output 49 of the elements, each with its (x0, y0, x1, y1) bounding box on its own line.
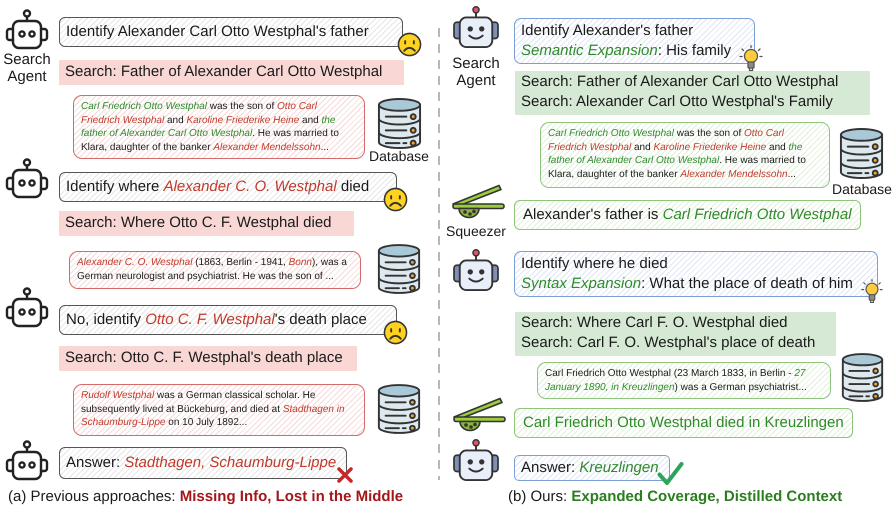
query-text: Identify Alexander's father (521, 21, 694, 40)
figure-caption: (b) Ours: Expanded Coverage, Distilled Context (508, 489, 844, 506)
retrieved-document-card (69, 251, 361, 289)
query-bubble (59, 305, 397, 335)
search-query-band (59, 346, 357, 371)
expansion-text: Semantic Expansion: His family (521, 40, 732, 60)
document-text: Alexander C. O. Westphal (1863, Berlin - 1941, Bonn), was a German neurologist and psychiatrist. He was the son of ... (77, 256, 348, 283)
search-query-text: Search: Where Otto C. F. Westphal died (65, 213, 333, 233)
answer-bubble (59, 447, 347, 478)
agent-label: Search Agent (451, 56, 501, 89)
query-text: Identify where Alexander C. O. Westphal died (66, 177, 370, 196)
query-text: Identify Alexander Carl Otto Westphal's father (66, 22, 370, 42)
figure-caption: (a) Previous approaches: Missing Info, Lost in the Middle (8, 489, 404, 506)
retrieved-document-card (73, 384, 365, 436)
search-query-text: Search: Where Carl F. O. Westphal died (521, 313, 788, 333)
search-query-band (59, 60, 404, 85)
document-text: Carl Friedrich Otto Westphal was the son of Otto Carl Friedrich Westphal and Karoline Friederike Heine and the father of Alexander Carl Otto Westphal. He was married to Klara, daughter of the banker Alexander Mendelssohn... (548, 127, 807, 181)
retrieved-document-card (537, 362, 831, 399)
document-text: Rudolf Westphal was a German classical scholar. He subsequently lived at Bückeburg, and died at Stadthagen in Schaumburg-Lippe on 10 July 1892... (81, 389, 346, 430)
answer-bubble (514, 455, 670, 481)
query-bubble (59, 17, 403, 47)
database-label: Database (368, 149, 430, 164)
database-label: Database (831, 182, 893, 198)
search-query-text: Search: Alexander Carl Otto Westphal's Family (521, 92, 834, 112)
retrieved-document-card (73, 95, 365, 159)
search-query-band (59, 211, 354, 236)
retrieved-document-card (540, 122, 830, 188)
search-query-text: Search: Father of Alexander Carl Otto Westphal (65, 62, 384, 82)
answer-text: Answer: Kreuzlingen (521, 458, 660, 478)
search-query-text: Search: Otto C. F. Westphal's death place (65, 348, 344, 368)
distilled-fact-box (514, 200, 861, 230)
query-text: Identify where he died (521, 254, 669, 274)
query-text: No, identify Otto C. F. Westphal's death place (66, 310, 368, 330)
query-bubble (514, 18, 755, 64)
squeezer-label: Squeezer (445, 224, 507, 240)
query-bubble (514, 251, 878, 297)
query-bubble (59, 172, 397, 202)
search-query-band (515, 71, 870, 115)
search-query-text: Search: Carl F. O. Westphal's place of death (521, 333, 816, 354)
agent-label: Search Agent (2, 52, 52, 85)
search-query-text: Search: Father of Alexander Carl Otto Westphal (521, 72, 840, 92)
fact-text: Alexander's father is Carl Friedrich Otto Westphal (523, 205, 852, 224)
answer-text: Answer: Stadthagen, Schaumburg-Lippe (66, 453, 338, 472)
fact-text: Carl Friedrich Otto Westphal died in Kreuzlingen (523, 413, 844, 432)
document-text: Carl Friedrich Otto Westphal (23 March 1833, in Berlin - 27 January 1890, in Kreuzlingen) was a German psychiatrist... (545, 367, 808, 394)
distilled-fact-box (514, 408, 853, 438)
search-query-band (515, 312, 836, 356)
expansion-text: Syntax Expansion: What the place of death of him (521, 274, 854, 293)
document-text: Carl Friedrich Otto Westphal was the son of Otto Carl Friedrich Westphal and Karoline Friederike Heine and the father of Alexander Carl Otto Westphal. He was married to Klara, daughter of the banker Alexander Mendelssohn... (81, 100, 340, 154)
